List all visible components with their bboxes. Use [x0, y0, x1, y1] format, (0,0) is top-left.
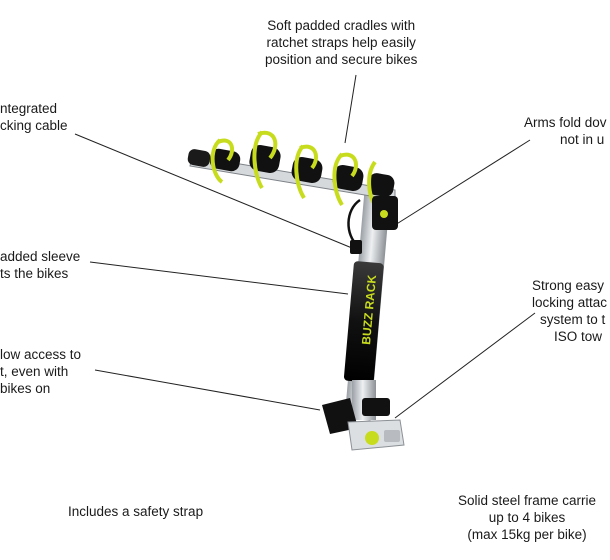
callout-steel-frame: Solid steel frame carrie up to 4 bikes (… — [458, 492, 596, 543]
tow-ball-knob — [365, 431, 379, 445]
callout-line: Soft padded cradles with — [267, 18, 416, 33]
brand-logo: BUZZ RACK — [359, 274, 379, 345]
callout-line: Strong easy — [532, 278, 605, 293]
leader-line-sleeve — [89, 261, 349, 295]
locking-cable — [347, 198, 361, 247]
callout-line: Includes a safety strap — [68, 504, 204, 519]
callout-padded-cradles: Soft padded cradles with ratchet straps … — [265, 17, 417, 68]
rack-base — [322, 380, 405, 451]
leader-line-cable — [74, 133, 353, 249]
strap-4 — [332, 152, 344, 207]
callout-line: ISO tow — [554, 329, 603, 344]
callout-safety-strap: Includes a safety strap — [68, 503, 203, 520]
callout-tilt-access: low access to t, even with bikes on — [0, 346, 81, 397]
callout-line: not in u — [560, 132, 605, 147]
callout-attach-system: Strong easy locking attac system to t IS… — [532, 277, 607, 345]
strap-1 — [210, 138, 224, 184]
leader-line-arms — [394, 139, 531, 226]
padded-sleeve — [343, 261, 384, 383]
callout-arms-fold: Arms fold dov not in u — [524, 114, 607, 148]
callout-line: position and secure bikes — [265, 52, 418, 67]
callout-line: low access to — [0, 347, 82, 362]
callout-line: added sleeve — [0, 249, 81, 264]
leader-line-attach — [394, 312, 536, 419]
leader-line-cradles — [344, 74, 357, 144]
callout-line: ratchet straps help easily — [266, 35, 416, 50]
callout-line: Arms fold dov — [524, 115, 607, 130]
callout-line: ntegrated — [0, 101, 58, 116]
cradle-5 — [367, 173, 395, 197]
callout-line: cking cable — [0, 118, 68, 133]
leader-lines — [74, 74, 536, 419]
callout-line: t, even with — [0, 364, 69, 379]
callout-line: bikes on — [0, 381, 51, 396]
callout-line: (max 15kg per bike) — [467, 527, 587, 542]
callout-padded-sleeve: added sleeve ts the bikes — [0, 248, 80, 282]
callout-line: Solid steel frame carrie — [458, 493, 597, 508]
callout-locking-cable: ntegrated cking cable — [0, 100, 68, 134]
callout-line: up to 4 bikes — [488, 510, 566, 525]
callout-line: system to t — [540, 312, 606, 327]
callout-line: ts the bikes — [0, 266, 69, 281]
strap-2 — [252, 130, 264, 190]
rack-arm — [187, 130, 398, 254]
leader-line-tilt — [94, 369, 321, 411]
callout-line: locking attac — [532, 295, 608, 310]
rack-mast: BUZZ RACK — [343, 189, 391, 421]
